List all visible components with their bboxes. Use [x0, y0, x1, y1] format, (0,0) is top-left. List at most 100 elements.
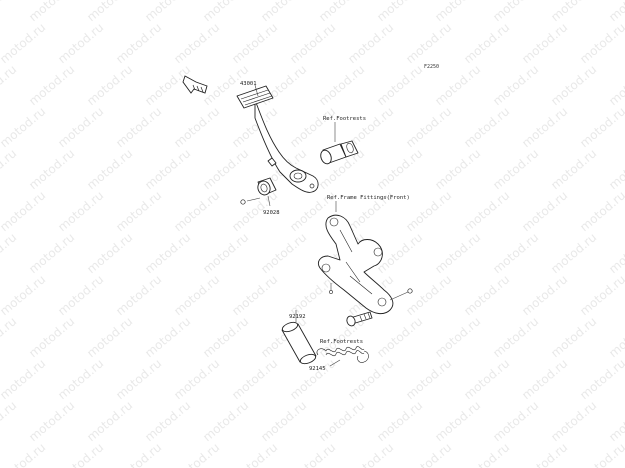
watermark-text: motod.ru: [606, 314, 625, 360]
watermark-text: motod.ru: [519, 104, 570, 150]
watermark-text: motod.ru: [403, 20, 454, 66]
watermark-text: motod.ru: [577, 20, 625, 66]
watermark-text: motod.ru: [345, 356, 396, 402]
watermark-text: motod.ru: [55, 272, 106, 318]
watermark-text: motod.ru: [316, 62, 367, 108]
watermark-text: motod.ru: [374, 0, 425, 24]
watermark-text: motod.ru: [432, 314, 483, 360]
watermark-text: motod.ru: [490, 62, 541, 108]
watermark-text: motod.ru: [461, 272, 512, 318]
watermark-text: motod.ru: [229, 356, 280, 402]
watermark-text: motod.ru: [258, 0, 309, 24]
watermark-text: motod.ru: [55, 104, 106, 150]
watermark-text: motod.ru: [55, 188, 106, 234]
watermark-text: motod.ru: [0, 272, 48, 318]
watermark-text: motod.ru: [490, 230, 541, 276]
watermark-text: motod.ru: [113, 20, 164, 66]
watermark-text: motod.ru: [0, 104, 48, 150]
watermark-text: motod.ru: [519, 356, 570, 402]
watermark-text: motod.ru: [461, 188, 512, 234]
watermark-text: motod.ru: [374, 314, 425, 360]
watermark-text: motod.ru: [55, 20, 106, 66]
watermark-text: motod.ru: [0, 188, 48, 234]
label-ref-footrests-bottom: Ref.Footrests: [320, 339, 363, 345]
watermark-text: motod.ru: [171, 440, 222, 468]
diagram-code: F2250: [424, 64, 439, 70]
watermark-text: motod.ru: [113, 104, 164, 150]
watermark-text: motod.ru: [113, 440, 164, 468]
watermark-text: motod.ru: [113, 272, 164, 318]
watermark-text: motod.ru: [200, 230, 251, 276]
watermark-text: motod.ru: [142, 398, 193, 444]
label-92028: 92028: [263, 210, 280, 216]
callout-dot: [407, 288, 413, 294]
watermark-text: motod.ru: [490, 314, 541, 360]
watermark-text: motod.ru: [374, 146, 425, 192]
watermark-text: motod.ru: [171, 272, 222, 318]
watermark-text: motod.ru: [519, 272, 570, 318]
watermark-text: motod.ru: [200, 398, 251, 444]
watermark-text: motod.ru: [490, 398, 541, 444]
watermark-text: motod.ru: [287, 104, 338, 150]
watermark-text: motod.ru: [258, 230, 309, 276]
watermark-text: motod.ru: [84, 398, 135, 444]
watermark-text: motod.ru: [374, 398, 425, 444]
watermark-text: motod.ru: [316, 398, 367, 444]
watermark-text: motod.ru: [0, 62, 19, 108]
watermark-text: motod.ru: [490, 146, 541, 192]
pivot-shaft: [320, 140, 359, 165]
brake-pedal-part-43001[interactable]: [236, 85, 319, 193]
watermark-text: motod.ru: [0, 314, 19, 360]
return-spring-part-92145[interactable]: [316, 346, 369, 363]
watermark-text: motod.ru: [84, 146, 135, 192]
watermark-text: motod.ru: [0, 230, 19, 276]
watermark-text: motod.ru: [0, 398, 19, 444]
sleeve-part-92192[interactable]: [281, 321, 317, 366]
watermark-text: motod.ru: [548, 146, 599, 192]
watermark-text: motod.ru: [374, 62, 425, 108]
front-direction-arrow-icon: [182, 75, 208, 94]
watermark-text: motod.ru: [84, 230, 135, 276]
watermark-text: motod.ru: [84, 0, 135, 24]
watermark-text: motod.ru: [519, 188, 570, 234]
watermark-text: motod.ru: [171, 20, 222, 66]
watermark-text: motod.ru: [0, 146, 19, 192]
watermark-text: motod.ru: [229, 440, 280, 468]
watermark-text: motod.ru: [606, 230, 625, 276]
watermark-text: motod.ru: [0, 356, 48, 402]
watermark-text: motod.ru: [200, 146, 251, 192]
collar-part-92028[interactable]: [256, 177, 277, 197]
watermark-text: motod.ru: [432, 398, 483, 444]
watermark-text: motod.ru: [287, 356, 338, 402]
watermark-text: motod.ru: [403, 188, 454, 234]
watermark-text: motod.ru: [519, 440, 570, 468]
watermark-text: motod.ru: [577, 440, 625, 468]
label-92145: 92145: [309, 366, 326, 372]
watermark-text: motod.ru: [287, 440, 338, 468]
watermark-text: motod.ru: [548, 398, 599, 444]
watermark-text: motod.ru: [577, 104, 625, 150]
watermark-text: motod.ru: [142, 0, 193, 24]
footrest-bracket[interactable]: [317, 214, 394, 315]
watermark-text: motod.ru: [229, 20, 280, 66]
watermark-text: motod.ru: [606, 146, 625, 192]
watermark-text: motod.ru: [345, 20, 396, 66]
label-92192: 92192: [289, 314, 306, 320]
watermark-text: motod.ru: [548, 0, 599, 24]
watermark-text: motod.ru: [142, 146, 193, 192]
watermark-text: motod.ru: [461, 104, 512, 150]
watermark-text: motod.ru: [113, 188, 164, 234]
watermark-text: motod.ru: [0, 20, 48, 66]
bolt[interactable]: [346, 311, 373, 327]
watermark-text: motod.ru: [316, 0, 367, 24]
watermark-text: motod.ru: [432, 0, 483, 24]
watermark-text: motod.ru: [171, 104, 222, 150]
watermark-text: motod.ru: [548, 62, 599, 108]
watermark-text: motod.ru: [200, 314, 251, 360]
watermark-text: motod.ru: [258, 62, 309, 108]
label-ref-footrests-top: Ref.Footrests: [323, 116, 366, 122]
watermark-text: motod.ru: [577, 356, 625, 402]
callout-dot: [240, 199, 246, 205]
watermark-text: motod.ru: [200, 0, 251, 24]
